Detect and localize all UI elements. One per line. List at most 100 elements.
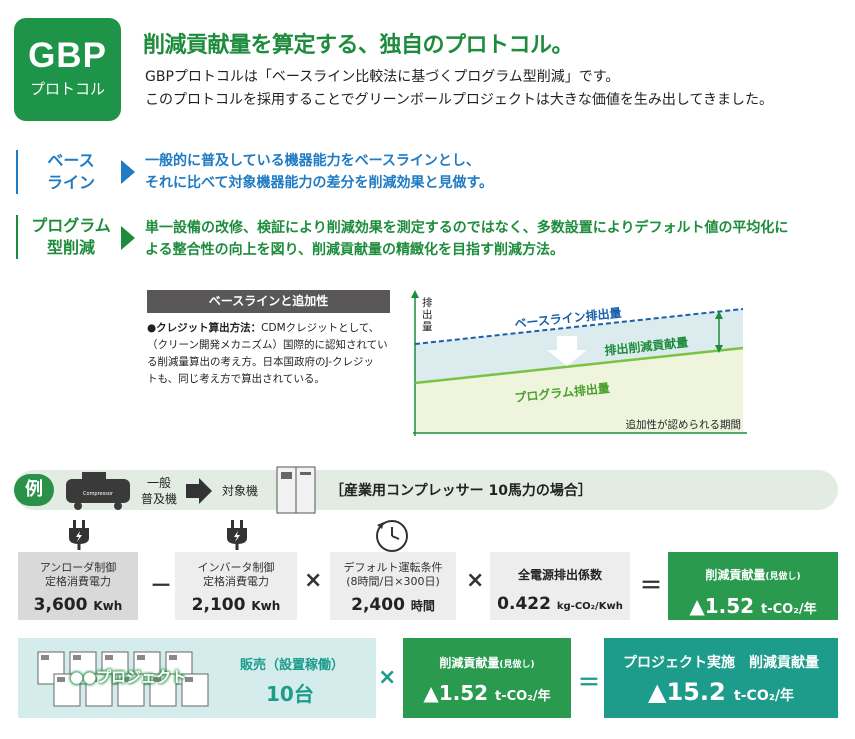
baseline-definition: 一般的に普及している機器能力をベースラインとし、 それに比べて対象機器能力の差分… [145,150,493,194]
unloader-power-box: アンローダ制御 定格消費電力 3,600 Kwh [18,552,138,620]
inverter-power-box: インバータ制御 定格消費電力 2,100 Kwh [175,552,297,620]
power-plug-icon [69,520,89,550]
device1-label-line: 普及機 [141,492,178,506]
emission-factor-box: 全電源排出係数 0.422 kg-CO₂/Kwh [490,552,630,620]
example-badge: 例 [14,474,54,506]
value-unit: t-CO₂/年 [734,688,794,704]
baseline-label: ベース ライン [16,150,124,194]
arrow-right-icon [121,226,135,250]
program-line [414,346,744,385]
value-unit: t-CO₂/年 [761,602,817,617]
baseline-label-line: ライン [46,173,95,192]
example-bar [14,470,838,510]
box-label: 削減貢献量(見做し) [403,654,571,671]
target-compressor-icon [276,466,316,514]
value-unit: t-CO₂/年 [495,689,551,704]
box-label: 定格消費電力 [203,575,269,588]
project-reduction-box: 削減貢献量(見做し) ▲1.52 t-CO₂/年 [403,638,571,718]
y-axis-arrow-icon [411,290,419,298]
value-unit: kg-CO₂/Kwh [556,601,623,612]
program-label-line: プログラム [31,216,111,235]
equals-operator: ＝ [578,671,601,696]
sales-value: 10台 [266,682,314,706]
compressor-text: Compressor [83,491,114,497]
page-title: 削減貢献量を算定する、独自のプロトコル。 [143,33,574,58]
value-number: ▲1.52 [689,594,755,618]
result-label: プロジェクト実施 削減貢献量 [623,655,819,671]
compressor-icon: Compressor [66,472,130,510]
value-unit: Kwh [93,599,123,613]
logo-sub-text: プロトコル [29,80,105,98]
multiply-operator: × [466,568,485,593]
value-number: 2,400 [351,595,405,615]
value-number: ▲1.52 [423,681,489,705]
box-value: 2,400 時間 [330,595,456,615]
explanation-line: トも、同じ考え方で算出されている。 [147,373,325,385]
description-line: このプロトコルを採用することでグリーンボールプロジェクトは大きな価値を生み出して… [145,92,774,108]
value-number: ▲15.2 [648,678,726,706]
minus-operator: － [150,574,173,599]
page-description: GBPプロトコルは「ベースライン比較法に基づくプログラム型削減」です。 このプロ… [145,66,773,112]
value-unit: 時間 [410,599,435,613]
logo-main-text: GBP [28,36,107,75]
definition-line: 一般的に普及している機器能力をベースラインとし、 [145,153,480,169]
box-value: 0.422 kg-CO₂/Kwh [490,594,630,614]
program-reduction-label: プログラム 型削減 [16,215,124,259]
definition-line: 単一設備の改修、検証により削減効果を測定するのではなく、多数設置によりデフォルト… [145,220,789,236]
y-axis-label: 排 出 量 [422,296,436,333]
explanation-line: ●クレジット算出方法：CDMクレジットとして、 [147,320,397,337]
program-area [415,348,743,433]
box-value: ▲1.52 t-CO₂/年 [403,681,571,705]
reduction-area [415,309,743,383]
explanation-line: る削減量算出の考え方。日本国政府のJ-クレジッ [147,356,375,368]
value-number: 2,100 [191,595,246,615]
label-sub: (見做し) [499,660,535,670]
gbp-logo: GBP プロトコル [14,18,121,121]
baseline-diagram: 排 出 量 ベースライン排出量 排出削減貢献量 プログラム排出量 追加性が認めら… [411,290,747,436]
explanation-heading: ベースラインと追加性 [147,290,390,313]
x-axis-label: 追加性が認められる期間 [626,418,742,431]
explanation-lead: ●クレジット算出方法： [147,322,262,334]
arrow-right-icon [186,478,212,504]
sales-label: 販売（設置稼働） [240,658,345,673]
box-label: インバータ制御 [197,561,275,574]
description-line: GBPプロトコルは「ベースライン比較法に基づくプログラム型削減」です。 [145,69,620,85]
explanation-line: （クリーン開発メカニズム）国際的に認知されてい [147,339,388,351]
y-axis-label-char: 出 [422,308,433,321]
device1-label-line: 一般 [147,476,172,490]
explanation-text: CDMクレジットとして、 [261,322,380,334]
label-main: 削減貢献量 [705,568,766,582]
value-number: 3,600 [33,595,88,615]
label-sub: (見做し) [765,572,801,582]
arrow-up-icon [715,311,723,319]
device1-label: 一般 普及機 [141,475,177,507]
box-label: 全電源排出係数 [517,568,602,582]
result-value: ▲15.2 t-CO₂/年 [604,678,838,706]
box-label: (8時間/日×300日) [346,575,440,588]
box-label: 削減貢献量(見做し) [668,568,838,584]
definition-line: それに比べて対象機器能力の差分を削減効果と見做す。 [145,175,494,191]
equals-operator: ＝ [640,574,663,599]
arrow-down-icon [715,345,723,353]
y-axis-label-char: 排 [422,296,433,309]
definition-line: よる整合性の向上を図り、削減貢献量の精緻化を目指す削減方法。 [145,242,565,258]
box-value: 3,600 Kwh [18,595,138,615]
box-value: 2,100 Kwh [175,595,297,615]
program-reduction-definition: 単一設備の改修、検証により削減効果を測定するのではなく、多数設置によりデフォルト… [145,217,788,261]
project-result-box: プロジェクト実施 削減貢献量 ▲15.2 t-CO₂/年 [604,638,838,718]
box-label: デフォルト運転条件 [343,561,443,574]
project-name: ●●プロジェクト [70,668,187,686]
reduction-result-box: 削減貢献量(見做し) ▲1.52 t-CO₂/年 [668,552,838,620]
power-plug-icon [227,520,247,550]
explanation-body: ●クレジット算出方法：CDMクレジットとして、 （クリーン開発メカニズム）国際的… [147,320,397,388]
default-operating-box: デフォルト運転条件 (8時間/日×300日) 2,400 時間 [330,552,456,620]
down-arrow-icon [547,336,587,366]
project-box: ●●プロジェクト 販売（設置稼働） 10台 [18,638,376,718]
compressor-group-icon [37,651,209,707]
value-unit: Kwh [251,599,281,613]
y-axis-label-char: 量 [422,321,433,333]
baseline-line [414,308,744,345]
clock-icon [376,520,408,552]
box-value: ▲1.52 t-CO₂/年 [668,594,838,618]
arrow-right-icon [121,160,135,184]
